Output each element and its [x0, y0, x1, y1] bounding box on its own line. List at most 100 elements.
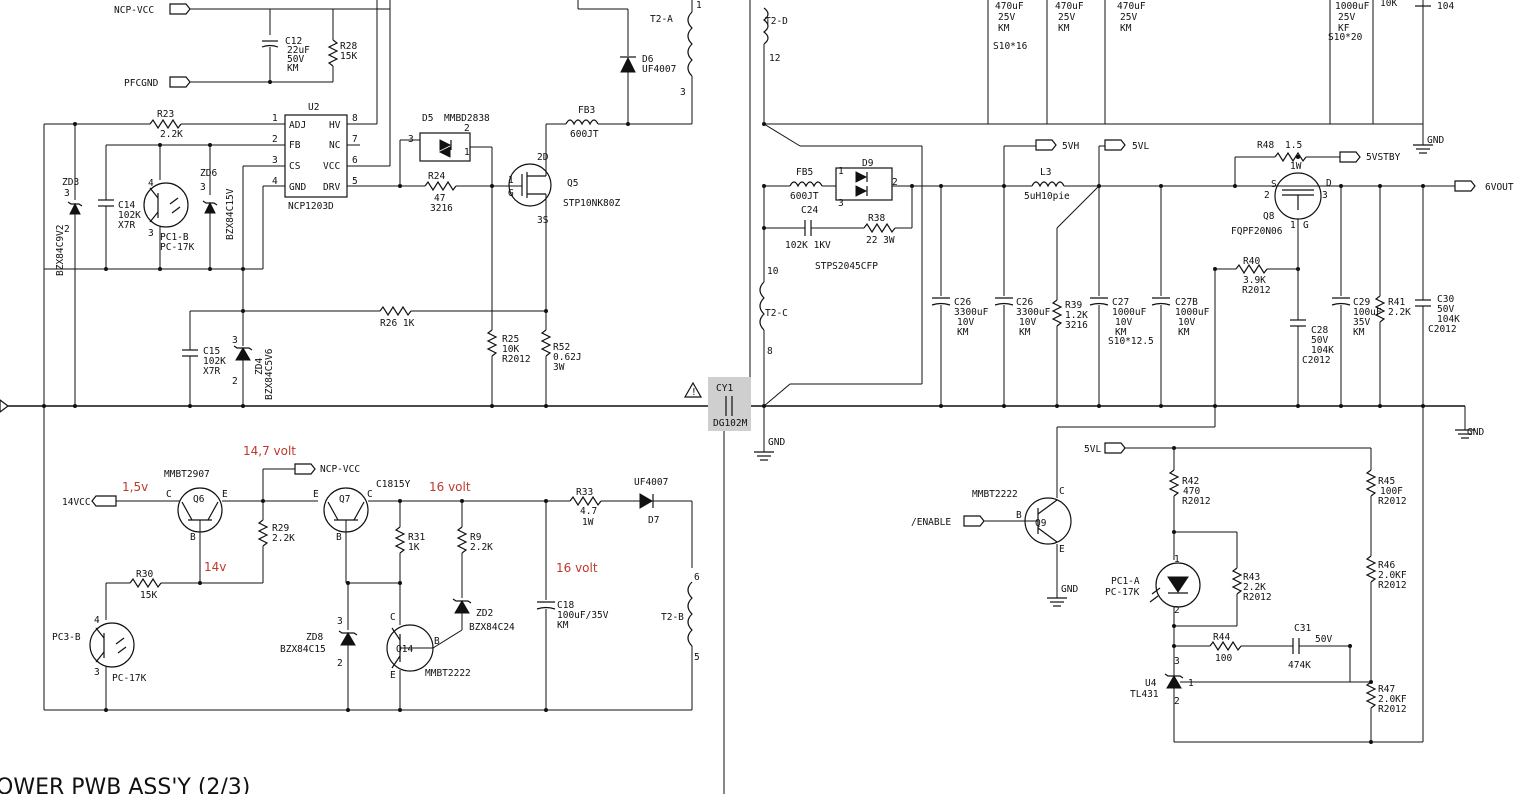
svg-text:KM: KM: [1120, 23, 1132, 34]
page-title: OWER PWB ASS'Y (2/3): [0, 775, 250, 794]
pfcgnd-port: PFCGND: [124, 76, 333, 89]
svg-text:1K: 1K: [408, 542, 420, 553]
gnd-symbol-q9: GND: [1047, 584, 1078, 607]
svg-text:R2012: R2012: [1243, 592, 1272, 603]
q5-mosfet: 1 G 2D 3S STP10NK80Z Q5: [507, 124, 620, 330]
svg-text:GND: GND: [1467, 427, 1484, 438]
svg-text:C: C: [390, 612, 396, 623]
t2-a-winding: T2-A 3 1: [650, 0, 702, 124]
svg-text:R28: R28: [340, 41, 357, 52]
svg-text:2.0KF: 2.0KF: [1378, 694, 1407, 705]
svg-text:3: 3: [94, 667, 100, 678]
svg-text:R48: R48: [1257, 140, 1274, 151]
cy1-highlight: [708, 377, 751, 431]
svg-text:5VSTBY: 5VSTBY: [1366, 152, 1401, 163]
svg-text:ZD2: ZD2: [476, 608, 493, 619]
svg-text:50V: 50V: [1311, 335, 1328, 346]
svg-text:PC1-A: PC1-A: [1111, 576, 1140, 587]
svg-text:T2-A: T2-A: [650, 14, 673, 25]
svg-text:ADJ: ADJ: [289, 120, 306, 131]
svg-text:T2-B: T2-B: [661, 612, 684, 623]
svg-text:104K: 104K: [1437, 314, 1460, 325]
5vl-port-top: 5VL: [1098, 139, 1149, 186]
svg-text:ZD8: ZD8: [306, 632, 323, 643]
svg-text:3: 3: [1322, 190, 1328, 201]
zd2-zener: ZD2 BZX84C24: [452, 598, 515, 633]
svg-text:UF4007: UF4007: [642, 64, 676, 75]
cy1-capacitor: CY1 DG102M: [713, 383, 748, 429]
svg-text:1: 1: [838, 166, 844, 177]
svg-text:12: 12: [769, 53, 780, 64]
svg-text:102K 1KV: 102K 1KV: [785, 240, 831, 251]
svg-text:KM: KM: [287, 63, 299, 74]
r47-resistor: R47 2.0KF R2012: [1365, 681, 1407, 742]
svg-text:VCC: VCC: [323, 161, 340, 172]
svg-text:D: D: [1326, 178, 1332, 189]
svg-text:R29: R29: [272, 523, 289, 534]
svg-text:BZX84C15: BZX84C15: [280, 644, 326, 655]
svg-text:3: 3: [148, 228, 154, 239]
gnd-symbol-cy1: GND: [754, 406, 785, 461]
svg-text:R38: R38: [868, 213, 885, 224]
c26-capacitor-a: C26 3300uF 10V KM: [931, 186, 989, 406]
svg-text:1.5: 1.5: [1285, 140, 1302, 151]
svg-text:R47: R47: [1378, 684, 1395, 695]
svg-text:MMBT2222: MMBT2222: [972, 489, 1018, 500]
c26-capacitor-b: C26 3300uF 10V KM: [994, 146, 1051, 406]
warning-icon: !: [683, 381, 703, 398]
r30-resistor: R30 15K: [105, 569, 200, 620]
5vh-port: 5VH: [1004, 139, 1079, 152]
svg-text:FB3: FB3: [578, 105, 595, 116]
svg-text:3: 3: [200, 182, 206, 193]
5vstby-port: 5VSTBY: [1339, 151, 1401, 163]
c30-capacitor: C30 50V 104K C2012: [1415, 186, 1460, 742]
c29-capacitor: C29 100uF 35V KM: [1331, 186, 1382, 408]
d6-diode: D6 UF4007: [577, 0, 676, 124]
svg-text:S10*16: S10*16: [993, 41, 1028, 52]
svg-text:C24: C24: [801, 205, 818, 216]
top-capacitors: 470uF 25V KM S10*16 470uF 25V KM 470uF 2…: [987, 0, 1454, 124]
svg-text:2: 2: [337, 658, 343, 669]
svg-text:TL431: TL431: [1130, 689, 1159, 700]
q8-mosfet: 2 3 D S 1 G Q8 FQPF20N06: [1231, 172, 1332, 320]
svg-text:R31: R31: [408, 532, 425, 543]
svg-text:470: 470: [1183, 486, 1200, 497]
svg-text:R2012: R2012: [1182, 496, 1211, 507]
zd3-zener: ZD3 3 2 BZX84C9V2: [55, 122, 83, 276]
svg-text:1000uF: 1000uF: [1335, 1, 1370, 12]
svg-text:104K: 104K: [1311, 345, 1334, 356]
svg-text:4: 4: [148, 178, 154, 189]
r52-resistor: R52 0.62J 3W: [540, 329, 582, 406]
svg-text:0.62J: 0.62J: [553, 352, 582, 363]
c27b-capacitor: C27B 1000uF 10V KM: [1151, 186, 1210, 406]
svg-text:50V: 50V: [287, 54, 304, 65]
svg-text:KM: KM: [957, 327, 969, 338]
svg-text:2: 2: [464, 123, 470, 134]
svg-text:GND: GND: [1427, 135, 1444, 146]
svg-text:ZD6: ZD6: [200, 168, 217, 179]
svg-text:10: 10: [767, 266, 779, 277]
svg-text:C14: C14: [118, 200, 135, 211]
svg-text:PC-17K: PC-17K: [160, 242, 195, 253]
r39-resistor: R39 1.2K 3216: [1051, 299, 1088, 406]
svg-text:C15: C15: [203, 346, 220, 357]
svg-text:Q7: Q7: [339, 494, 350, 505]
svg-text:4: 4: [272, 176, 278, 187]
c18-capacitor: C18 100uF/35V KM: [536, 501, 609, 710]
svg-text:474K: 474K: [1288, 660, 1311, 671]
t2-b-winding: 6 T2-B 5: [661, 572, 700, 710]
svg-text:FQPF20N06: FQPF20N06: [1231, 226, 1283, 237]
pc1-b-phototransistor: 4 3 PC1-B PC-17K: [143, 178, 195, 269]
svg-text:5VH: 5VH: [1062, 141, 1079, 152]
svg-text:C30: C30: [1437, 294, 1454, 305]
c28-capacitor: C28 50V 104K C2012: [1290, 319, 1334, 408]
svg-text:T2-C: T2-C: [765, 308, 788, 319]
svg-text:C2012: C2012: [1428, 324, 1457, 335]
r45-resistor: R45 100F R2012: [1365, 448, 1407, 556]
svg-text:3216: 3216: [1065, 320, 1088, 331]
svg-text:C2012: C2012: [1302, 355, 1331, 366]
q9-transistor: B C E Q9 MMBT2222: [972, 427, 1072, 598]
svg-text:PFCGND: PFCGND: [124, 78, 159, 89]
svg-text:100F: 100F: [1380, 486, 1403, 497]
